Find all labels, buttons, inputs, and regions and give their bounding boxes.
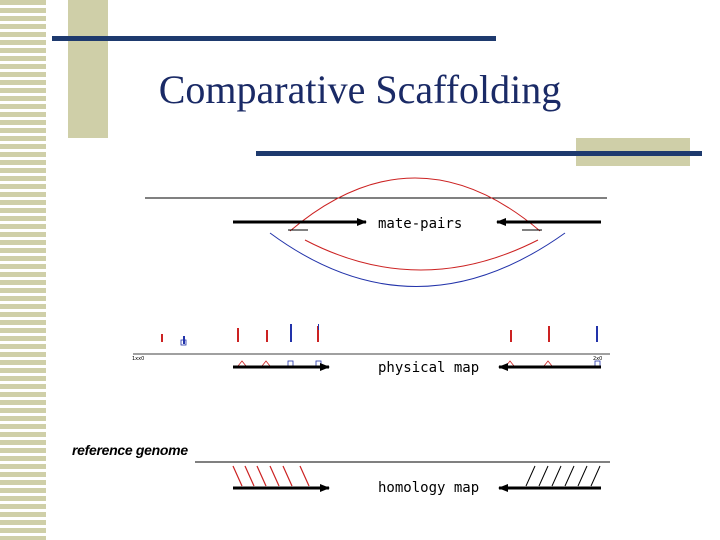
marker-right-label: 2x0 bbox=[593, 356, 602, 362]
physical-map-markers bbox=[161, 326, 550, 342]
physical-map-label: physical map bbox=[378, 360, 480, 376]
mate-pair-arc-bottom bbox=[269, 232, 566, 287]
top-title-rule bbox=[52, 36, 496, 41]
mate-pairs-label: mate-pairs bbox=[378, 216, 463, 232]
mate-pair-arc-middle bbox=[304, 239, 539, 271]
physical-map-blue-markers bbox=[183, 324, 598, 344]
mate-pair-arc-top bbox=[289, 177, 541, 232]
homology-links-right bbox=[525, 465, 601, 487]
reference-genome-label: reference genome bbox=[72, 442, 188, 458]
top-accent-block bbox=[68, 0, 108, 138]
homology-links-left bbox=[232, 465, 310, 487]
bottom-title-rule bbox=[256, 151, 702, 156]
striped-sidebar-decoration bbox=[0, 0, 50, 540]
slide-title: Comparative Scaffolding bbox=[158, 67, 562, 112]
homology-map-label: homology map bbox=[378, 480, 480, 496]
marker-left-label: 1xx0 bbox=[132, 356, 144, 362]
